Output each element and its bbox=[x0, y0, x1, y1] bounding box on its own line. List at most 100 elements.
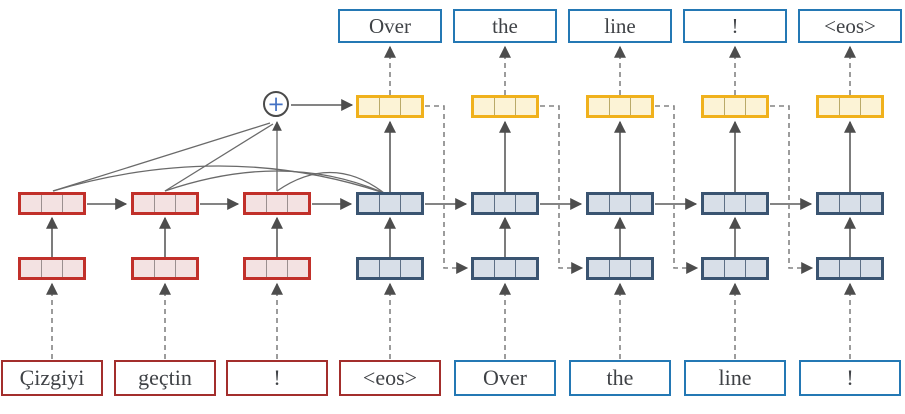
target-token-box: line bbox=[684, 360, 786, 396]
output-token-box: ! bbox=[683, 9, 787, 43]
cell-segment bbox=[400, 260, 421, 277]
cell-segment bbox=[704, 98, 724, 115]
cell-segment bbox=[745, 195, 766, 212]
token-to-embedding-arrows bbox=[46, 282, 856, 359]
attention-to-output-arrows bbox=[384, 45, 856, 95]
cell-segment bbox=[266, 195, 287, 212]
cell-segment bbox=[745, 98, 766, 115]
output-token-box: Over bbox=[338, 9, 442, 43]
decoder-hidden-cell bbox=[356, 192, 424, 215]
decoder-embedding-cell bbox=[586, 257, 654, 280]
source-token-box: <eos> bbox=[339, 360, 441, 396]
cell-segment bbox=[287, 195, 308, 212]
cell-segment bbox=[724, 195, 745, 212]
cell-segment bbox=[515, 195, 536, 212]
output-token-box: <eos> bbox=[798, 9, 902, 43]
hidden-to-attention-arrows bbox=[384, 120, 856, 192]
cell-segment bbox=[175, 260, 196, 277]
cell-segment bbox=[474, 195, 494, 212]
decoder-hidden-cell bbox=[701, 192, 769, 215]
cell-segment bbox=[609, 195, 630, 212]
cell-segment bbox=[589, 260, 609, 277]
cell-segment bbox=[359, 98, 379, 115]
cell-segment bbox=[589, 98, 609, 115]
cell-segment bbox=[819, 98, 839, 115]
plus-icon: + bbox=[267, 91, 285, 116]
cell-segment bbox=[379, 195, 400, 212]
decoder-hidden-cell bbox=[816, 192, 884, 215]
cell-segment bbox=[154, 195, 175, 212]
attention-output-cell bbox=[471, 95, 539, 118]
cell-segment bbox=[609, 260, 630, 277]
cell-segment bbox=[609, 98, 630, 115]
cell-segment bbox=[62, 195, 83, 212]
cell-segment bbox=[839, 98, 860, 115]
attention-sum-lines bbox=[52, 121, 282, 192]
encoder-hidden-cell bbox=[18, 192, 86, 215]
encoder-embedding-cell bbox=[131, 257, 199, 280]
output-token-box: the bbox=[453, 9, 557, 43]
cell-segment bbox=[246, 195, 266, 212]
feedback-elbow-arrows bbox=[425, 105, 814, 274]
decoder-hidden-cell bbox=[471, 192, 539, 215]
encoder-embedding-cell bbox=[243, 257, 311, 280]
cell-segment bbox=[494, 98, 515, 115]
cell-segment bbox=[474, 260, 494, 277]
attention-score-lines bbox=[52, 165, 385, 194]
cell-segment bbox=[589, 195, 609, 212]
cell-segment bbox=[724, 260, 745, 277]
cell-segment bbox=[494, 195, 515, 212]
cell-segment bbox=[630, 195, 651, 212]
cell-segment bbox=[21, 195, 41, 212]
cell-segment bbox=[819, 195, 839, 212]
cell-segment bbox=[630, 260, 651, 277]
cell-segment bbox=[860, 260, 881, 277]
cell-segment bbox=[154, 260, 175, 277]
cell-segment bbox=[41, 260, 62, 277]
cell-segment bbox=[494, 260, 515, 277]
cell-segment bbox=[860, 195, 881, 212]
source-token-box: Çizgiyi bbox=[1, 360, 103, 396]
weighted-sum-circle: + bbox=[263, 91, 289, 117]
encoder-hidden-cell bbox=[131, 192, 199, 215]
cell-segment bbox=[839, 195, 860, 212]
cell-segment bbox=[379, 260, 400, 277]
cell-segment bbox=[62, 260, 83, 277]
cell-segment bbox=[745, 260, 766, 277]
attention-output-cell bbox=[701, 95, 769, 118]
decoder-embedding-cell bbox=[471, 257, 539, 280]
source-token-box: ! bbox=[226, 360, 328, 396]
cell-segment bbox=[134, 195, 154, 212]
cell-segment bbox=[287, 260, 308, 277]
cell-segment bbox=[704, 195, 724, 212]
cell-segment bbox=[474, 98, 494, 115]
cell-segment bbox=[266, 260, 287, 277]
encoder-embedding-cell bbox=[18, 257, 86, 280]
cell-segment bbox=[400, 195, 421, 212]
target-token-box: ! bbox=[799, 360, 901, 396]
embedding-to-hidden-arrows bbox=[46, 216, 856, 257]
cell-segment bbox=[630, 98, 651, 115]
cell-segment bbox=[400, 98, 421, 115]
cell-segment bbox=[704, 260, 724, 277]
encoder-hidden-cell bbox=[243, 192, 311, 215]
decoder-hidden-cell bbox=[586, 192, 654, 215]
target-token-box: the bbox=[569, 360, 671, 396]
cell-segment bbox=[41, 195, 62, 212]
cell-segment bbox=[724, 98, 745, 115]
output-token-box: line bbox=[568, 9, 672, 43]
cell-segment bbox=[359, 195, 379, 212]
cell-segment bbox=[515, 260, 536, 277]
attention-output-cell bbox=[356, 95, 424, 118]
decoder-embedding-cell bbox=[701, 257, 769, 280]
attention-output-cell bbox=[586, 95, 654, 118]
attention-output-cell bbox=[816, 95, 884, 118]
cell-segment bbox=[819, 260, 839, 277]
cell-segment bbox=[379, 98, 400, 115]
source-token-box: geçtin bbox=[114, 360, 216, 396]
cell-segment bbox=[21, 260, 41, 277]
cell-segment bbox=[134, 260, 154, 277]
cell-segment bbox=[246, 260, 266, 277]
